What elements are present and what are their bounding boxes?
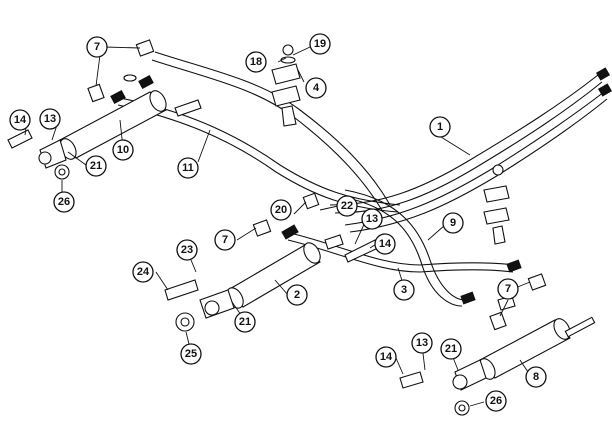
callout-26-top-left: 26 <box>53 191 75 213</box>
callout-13-middle: 13 <box>361 208 383 230</box>
svg-text:9: 9 <box>450 217 456 229</box>
callout-14-top-left: 14 <box>9 109 31 131</box>
svg-text:20: 20 <box>275 204 287 216</box>
callout-21-bottom: 21 <box>440 338 462 360</box>
svg-text:23: 23 <box>181 244 193 256</box>
svg-text:14: 14 <box>380 351 393 363</box>
callout-10: 10 <box>112 139 134 161</box>
svg-text:14: 14 <box>379 238 392 250</box>
callout-14-middle: 14 <box>374 233 396 255</box>
svg-text:3: 3 <box>401 284 407 296</box>
svg-text:26: 26 <box>490 395 502 407</box>
svg-text:8: 8 <box>533 371 539 383</box>
hose-3-lower <box>287 239 514 273</box>
hoses <box>117 51 608 307</box>
svg-text:4: 4 <box>313 82 320 94</box>
hose-1b-lower <box>349 98 608 233</box>
svg-text:2: 2 <box>294 289 300 301</box>
callout-21-middle: 21 <box>234 311 256 333</box>
svg-text:13: 13 <box>416 337 428 349</box>
leader-lines <box>24 46 531 407</box>
svg-text:21: 21 <box>445 343 457 355</box>
cylinder-bottom-right <box>452 316 596 391</box>
callouts: 7 18 19 4 1 14 13 10 11 21 26 20 22 13 9… <box>9 33 547 412</box>
callout-8: 8 <box>525 366 547 388</box>
hose-1b-upper <box>344 91 605 226</box>
callout-13-top-left: 13 <box>39 108 61 130</box>
svg-text:21: 21 <box>239 316 251 328</box>
svg-text:26: 26 <box>58 196 70 208</box>
brackets <box>271 44 510 245</box>
hose-top-lower <box>151 59 384 213</box>
callout-18: 18 <box>245 51 267 73</box>
svg-text:10: 10 <box>117 144 129 156</box>
svg-text:7: 7 <box>94 41 100 53</box>
svg-text:19: 19 <box>314 38 326 50</box>
callout-1: 1 <box>429 116 451 138</box>
cylinder-middle <box>199 224 321 319</box>
svg-text:11: 11 <box>182 162 194 174</box>
callout-7-middle: 7 <box>214 229 236 251</box>
callout-11: 11 <box>177 157 199 179</box>
callout-3: 3 <box>393 279 415 301</box>
svg-text:7: 7 <box>222 234 228 246</box>
svg-text:1: 1 <box>437 121 443 133</box>
callout-26-bottom: 26 <box>485 390 507 412</box>
pins-washers <box>7 74 516 416</box>
callout-2: 2 <box>286 284 308 306</box>
svg-text:22: 22 <box>341 200 353 212</box>
callout-14-bottom: 14 <box>375 346 397 368</box>
cylinder-top-left <box>38 74 167 169</box>
callout-19: 19 <box>309 33 331 55</box>
callout-24: 24 <box>132 261 154 283</box>
hose-11-lower <box>117 104 399 213</box>
hose-9-upper <box>344 189 466 301</box>
svg-text:21: 21 <box>90 160 102 172</box>
callout-7-top-left: 7 <box>86 36 108 58</box>
svg-text:7: 7 <box>505 283 511 295</box>
callout-21-top-left: 21 <box>85 155 107 177</box>
callout-23: 23 <box>176 239 198 261</box>
fittings <box>87 39 612 331</box>
svg-text:24: 24 <box>137 266 150 278</box>
svg-text:14: 14 <box>14 114 27 126</box>
hose-3-upper <box>289 232 516 266</box>
svg-text:18: 18 <box>250 56 262 68</box>
callout-22: 22 <box>336 195 358 217</box>
svg-text:25: 25 <box>185 348 197 360</box>
hose-1-upper <box>329 74 599 206</box>
callout-7-bottom-right: 7 <box>497 278 519 300</box>
svg-text:13: 13 <box>366 213 378 225</box>
svg-text:13: 13 <box>44 113 56 125</box>
callout-13-bottom: 13 <box>411 332 433 354</box>
callout-4: 4 <box>305 77 327 99</box>
callout-9: 9 <box>442 212 464 234</box>
hose-top-upper <box>154 51 391 206</box>
callout-20: 20 <box>270 199 292 221</box>
callout-25: 25 <box>180 343 202 365</box>
hose-11-upper <box>119 97 401 206</box>
